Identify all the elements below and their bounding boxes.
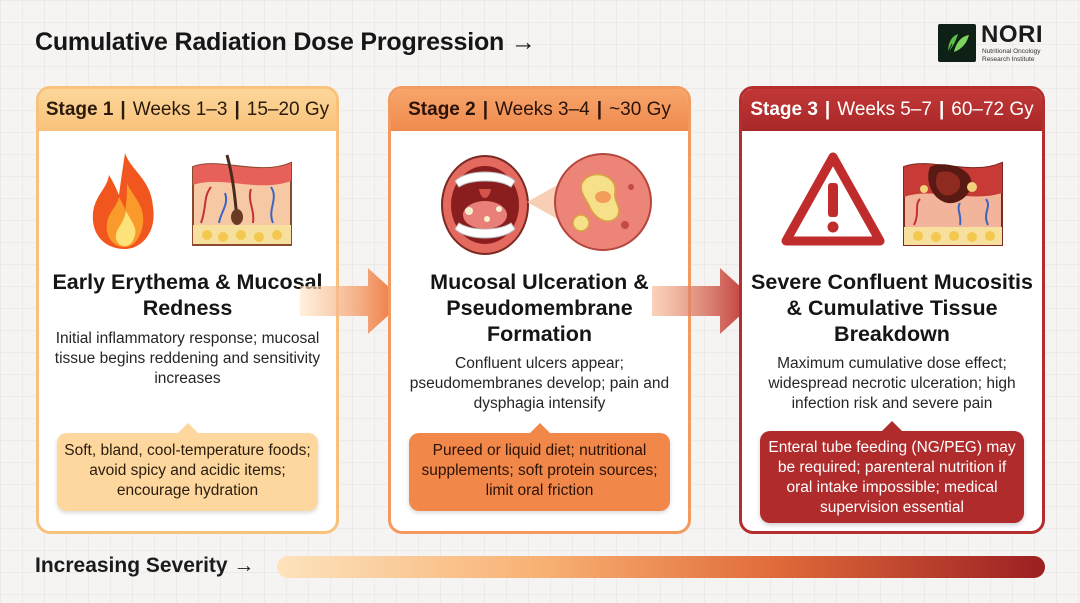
stage-1-card: Stage 1 | Weeks 1–3 | 15–20 Gy Early Ery… bbox=[36, 86, 339, 534]
severity-label: Increasing Severity → bbox=[35, 554, 255, 577]
leaf-logo-icon bbox=[938, 24, 976, 62]
stage-2-description: Confluent ulcers appear; pseudomembranes… bbox=[409, 355, 670, 412]
open-mouth-icon bbox=[441, 155, 529, 255]
ulcer-magnified-icon bbox=[527, 153, 652, 251]
stage-3-weeks: Weeks 5–7 bbox=[837, 99, 932, 120]
stage-3-diet-text: Enteral tube feeding (NG/PEG) may be req… bbox=[768, 439, 1016, 516]
stage-1-diet-box: Soft, bland, cool-temperature foods; avo… bbox=[57, 423, 318, 511]
stage-3-diet-box: Enteral tube feeding (NG/PEG) may be req… bbox=[760, 421, 1024, 523]
stage-2-dose: ~30 Gy bbox=[609, 99, 671, 120]
stage-2-diet-box: Pureed or liquid diet; nutritional suppl… bbox=[409, 423, 670, 511]
stage-1-title: Early Erythema & Mucosal Redness bbox=[52, 270, 323, 320]
stage-1-diet-text: Soft, bland, cool-temperature foods; avo… bbox=[64, 442, 311, 499]
stage-2-title: Mucosal Ulceration & Pseudomembrane Form… bbox=[430, 270, 649, 346]
skin-cross-section-icon bbox=[192, 154, 292, 246]
stage-1-weeks: Weeks 1–3 bbox=[132, 99, 228, 120]
stage-3-header: Stage 3 | Weeks 5–7 | 60–72 Gy bbox=[742, 89, 1042, 131]
stage-1-label: Stage 1 bbox=[45, 99, 114, 120]
severity-gradient-bar bbox=[277, 556, 1045, 578]
stage-1-description: Initial inflammatory response; mucosal t… bbox=[54, 330, 321, 387]
logo-name: NORI bbox=[981, 21, 1043, 48]
stage-3-title: Severe Confluent Mucositis & Cumulative … bbox=[751, 270, 1033, 346]
stage-3-dose: 60–72 Gy bbox=[951, 99, 1034, 120]
stage-3-card: Stage 3 | Weeks 5–7 | 60–72 Gy Severe Co… bbox=[739, 86, 1045, 534]
logo-tagline: Nutritional Oncology Research Institute bbox=[982, 48, 1041, 63]
progression-arrow-2 bbox=[652, 268, 756, 334]
stage-3-label: Stage 3 bbox=[750, 99, 818, 120]
page-title: Cumulative Radiation Dose Progression → bbox=[35, 28, 536, 56]
warning-icon bbox=[781, 152, 885, 246]
stage-2-diet-text: Pureed or liquid diet; nutritional suppl… bbox=[421, 442, 658, 499]
progression-arrow-1 bbox=[300, 268, 404, 334]
stage-1-dose: 15–20 Gy bbox=[246, 99, 330, 120]
stage-1-header: Stage 1 | Weeks 1–3 | 15–20 Gy bbox=[39, 89, 336, 131]
logo: NORI Nutritional Oncology Research Insti… bbox=[938, 20, 1048, 66]
necrotic-tissue-icon bbox=[903, 161, 1003, 246]
stage-2-header: Stage 2 | Weeks 3–4 | ~30 Gy bbox=[391, 89, 688, 131]
stage-2-card: Stage 2 | Weeks 3–4 | ~30 Gy Mucosal Ulc… bbox=[388, 86, 691, 534]
stage-2-label: Stage 2 bbox=[408, 99, 476, 120]
flame-icon bbox=[92, 153, 154, 249]
stage-2-weeks: Weeks 3–4 bbox=[495, 99, 590, 120]
stage-3-description: Maximum cumulative dose effect; widespre… bbox=[768, 355, 1016, 412]
